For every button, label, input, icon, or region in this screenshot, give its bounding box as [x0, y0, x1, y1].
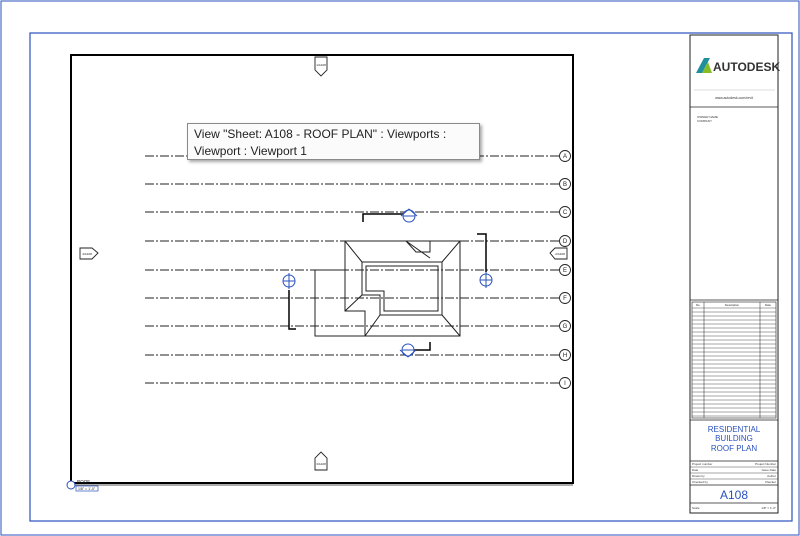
section-line-right [477, 233, 487, 272]
grid-bubble-d[interactable] [559, 235, 571, 247]
viewport-title[interactable]: ROOF 1/8" = 1'-0" [66, 479, 573, 492]
autodesk-brand: AUTODESK [713, 60, 780, 74]
revision-header-date: Date [765, 303, 771, 307]
info-label-project-number: Project number [692, 462, 712, 466]
title-block-frame [689, 34, 779, 514]
owner-line-2: COMPANY [697, 119, 712, 123]
roof-dormer [405, 240, 431, 259]
project-name-line-1: RESIDENTIAL [708, 425, 761, 434]
grid-bubble-i[interactable] [559, 377, 571, 389]
autodesk-logo-icon [696, 58, 712, 73]
elevation-tag-right[interactable]: 2/A108 [549, 247, 568, 260]
elevation-tag-top-label: 1/A108 [316, 63, 326, 67]
viewport-tooltip: View "Sheet: A108 - ROOF PLAN" : Viewpor… [187, 123, 480, 160]
info-value-checked-by: Checker [765, 480, 776, 484]
grid-label-b: B [563, 182, 567, 188]
elevation-marker-west[interactable] [282, 273, 296, 289]
autodesk-website: www.autodesk.com/revit [715, 96, 753, 100]
elevation-marker-north[interactable] [400, 208, 418, 223]
info-label-date: Date [692, 468, 699, 472]
viewport-frame[interactable] [70, 54, 574, 484]
owner-line-1: OWNER NAME [697, 115, 718, 119]
grid-bubble-labels: A B C D E F G H I [563, 154, 568, 387]
project-name-line-2: BUILDING [715, 434, 753, 443]
grid-bubbles[interactable] [559, 150, 571, 389]
info-label-drawn-by: Drawn by [692, 474, 705, 478]
roof-hips [344, 240, 461, 337]
viewport-title-bubble [66, 480, 76, 490]
section-line-bottom [414, 342, 431, 351]
elevation-marker-south[interactable] [399, 343, 417, 358]
elevation-tag-right-label: 2/A108 [555, 252, 565, 256]
info-label-checked-by: Checked by [692, 480, 708, 484]
elevation-tag-bottom[interactable]: 3/A108 [314, 451, 328, 471]
elevation-marker-east[interactable] [479, 272, 493, 288]
section-line-top [362, 213, 403, 222]
viewport-title-name: ROOF [77, 479, 90, 484]
viewport-title-scale: 1/8" = 1'-0" [78, 487, 96, 491]
info-value-project-number: Project Number [755, 462, 776, 466]
info-rows: Project number Project Number Date Issue… [690, 462, 778, 484]
grid-label-h: H [563, 353, 567, 359]
grid-label-c: C [563, 210, 568, 216]
roof-plan[interactable] [314, 240, 461, 337]
title-block[interactable]: AUTODESK www.autodesk.com/revit OWNER NA… [689, 34, 780, 514]
sheet-name: ROOF PLAN [711, 444, 757, 453]
section-line-left [288, 290, 296, 330]
sheet-number: A108 [720, 488, 748, 502]
section-markers[interactable] [282, 208, 493, 358]
revision-table: No. Description Date [691, 301, 777, 419]
grid-bubble-h[interactable] [559, 349, 571, 361]
grid-label-f: F [563, 296, 567, 302]
elevation-tag-top[interactable]: 1/A108 [314, 56, 328, 77]
grid-bubble-a[interactable] [559, 150, 571, 162]
grid-label-i: I [564, 381, 566, 387]
sheet-border [29, 32, 793, 522]
grid-label-e: E [563, 268, 567, 274]
grid-label-d: D [563, 239, 568, 245]
grid-lines [145, 155, 559, 384]
grid-bubble-f[interactable] [559, 292, 571, 304]
info-value-drawn-by: Author [767, 474, 776, 478]
info-value-date: Issue Date [762, 468, 777, 472]
grid-bubble-c[interactable] [559, 206, 571, 218]
grid-bubble-e[interactable] [559, 264, 571, 276]
elevation-tag-left[interactable]: 4/A108 [79, 247, 99, 260]
viewport-scale-box [75, 485, 99, 492]
elevation-tag-bottom-label: 3/A108 [316, 462, 326, 466]
scale-label: Scale [692, 506, 700, 510]
revision-header-description: Description [725, 303, 739, 307]
grid-bubble-g[interactable] [559, 320, 571, 332]
revision-header-no: No. [696, 303, 701, 307]
grid-label-a: A [563, 154, 567, 160]
grid-bubble-b[interactable] [559, 178, 571, 190]
lower-wall [314, 269, 365, 337]
viewport[interactable] [70, 54, 574, 484]
grid-label-g: G [563, 324, 568, 330]
scale-value: 1/8" = 1'-0" [761, 506, 776, 510]
revision-rows [692, 307, 776, 417]
elevation-tag-left-label: 4/A108 [82, 252, 92, 256]
roof-ridge-inner [365, 265, 439, 312]
